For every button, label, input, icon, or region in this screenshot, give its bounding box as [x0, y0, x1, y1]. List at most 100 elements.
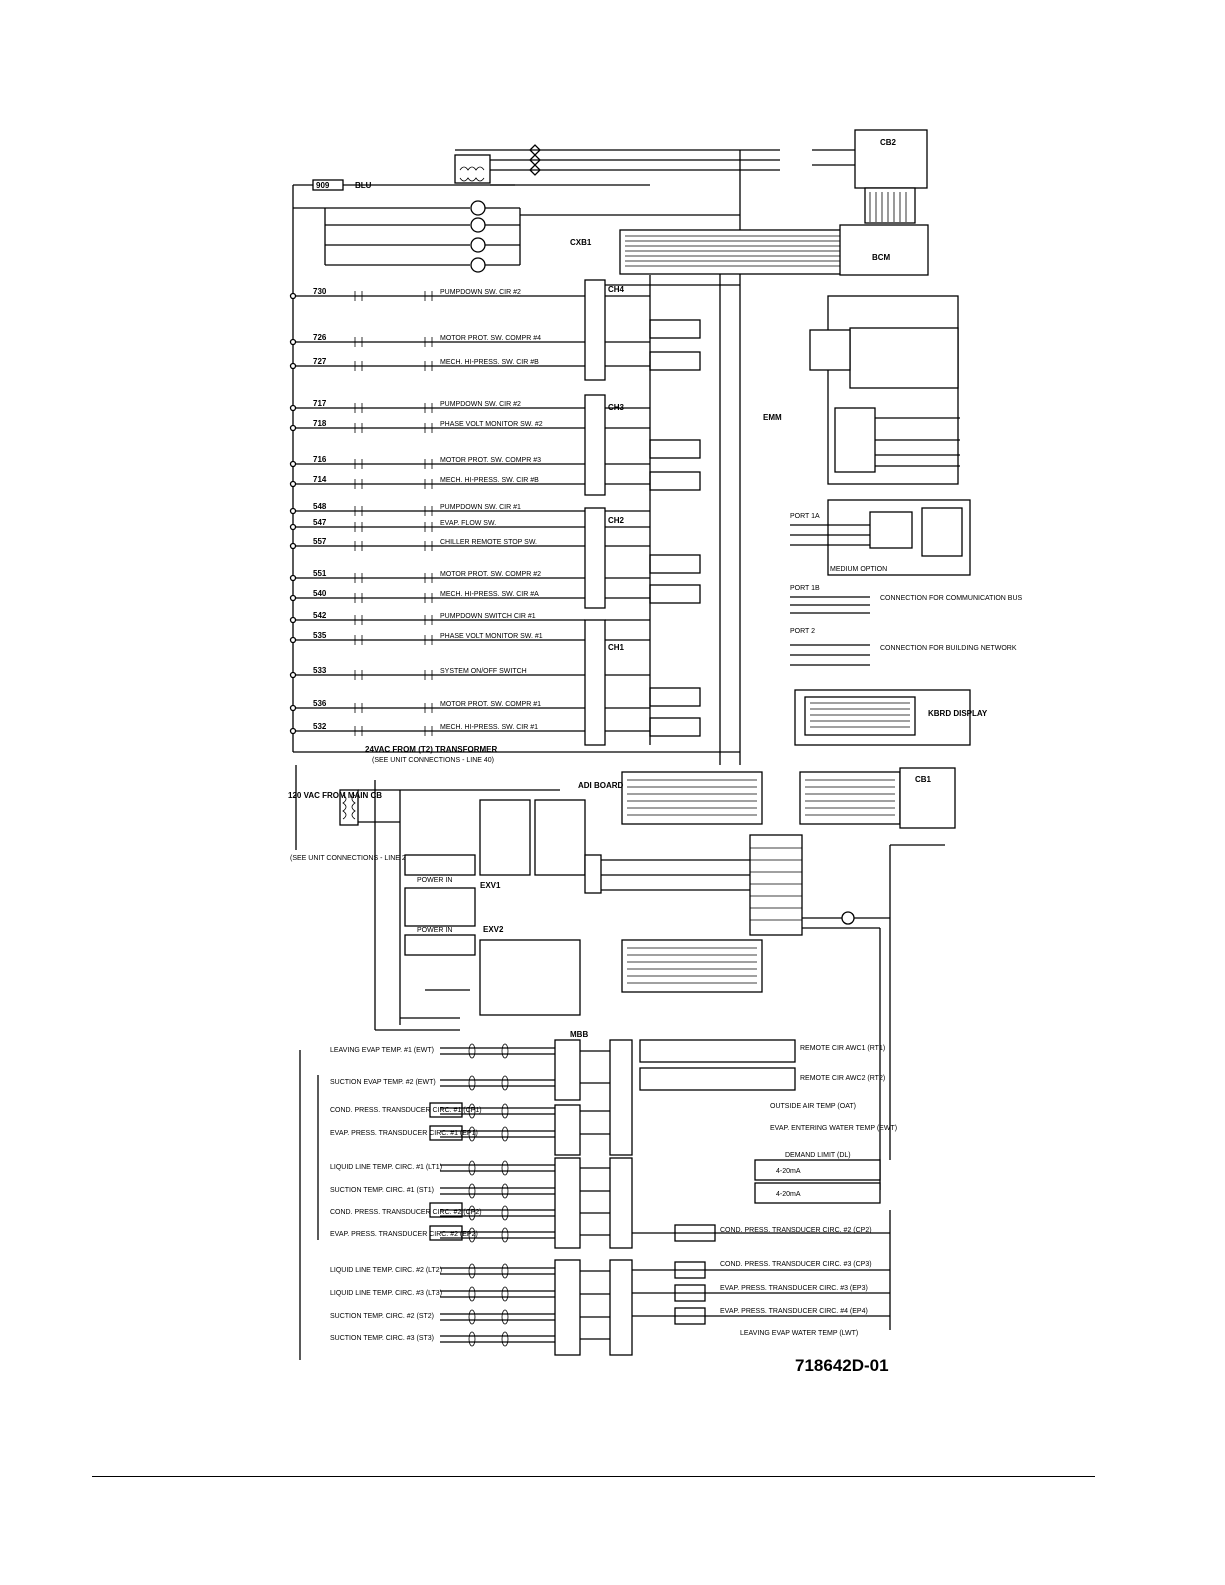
mbb-label: MBB — [570, 1030, 588, 1039]
ladder-row-label: PHASE VOLT MONITOR SW. #2 — [440, 421, 543, 428]
analog-input-row: SUCTION TEMP. CIRC. #1 (ST1) — [330, 1183, 610, 1199]
analog-right-labels: REMOTE CIR AWC1 (RT1)REMOTE CIR AWC2 (RT… — [720, 1045, 897, 1337]
ladder-row-label: EVAP. FLOW SW. — [440, 520, 496, 527]
ch4-label: CH4 — [608, 285, 625, 294]
analog-output-label: 4-20mA — [776, 1191, 801, 1198]
ladder-row: 714 MECH. HI-PRESS. SW. CIR #B — [289, 475, 650, 489]
ladder-row-label: PUMPDOWN SW. CIR #1 — [440, 504, 521, 511]
adi-ribbon: ADI BOARD — [578, 771, 763, 825]
analog-output-label: OUTSIDE AIR TEMP (OAT) — [770, 1103, 856, 1110]
analog-input-label: LIQUID LINE TEMP. CIRC. #1 (LT1) — [330, 1164, 442, 1171]
analog-output-label: COND. PRESS. TRANSDUCER CIRC. #2 (CP2) — [720, 1227, 872, 1234]
ladder-row-label: PUMPDOWN SW. CIR #2 — [440, 289, 521, 296]
ladder-row-label: MECH. HI-PRESS. SW. CIR #B — [440, 477, 539, 484]
footer-rule — [92, 1476, 1095, 1477]
analog-output-label: COND. PRESS. TRANSDUCER CIRC. #3 (CP3) — [720, 1261, 872, 1268]
lower-ribbon — [621, 939, 763, 993]
top-transformer-section: 909 BLU — [293, 144, 780, 273]
ct-label: 120 VAC FROM MAIN CB — [288, 791, 382, 800]
cb1-label: CB1 — [915, 775, 932, 784]
analog-input-label: SUCTION TEMP. CIRC. #3 (ST3) — [330, 1335, 434, 1342]
analog-input-row: LIQUID LINE TEMP. CIRC. #3 (LT3) — [330, 1286, 610, 1302]
ladder-row-number: 716 — [313, 455, 327, 464]
analog-input-row: SUCTION TEMP. CIRC. #2 (ST2) — [330, 1309, 610, 1325]
analog-input-row: SUCTION TEMP. CIRC. #3 (ST3) — [330, 1331, 610, 1347]
port-1a-label: PORT 1A — [790, 513, 820, 520]
analog-input-label: SUCTION TEMP. CIRC. #2 (ST2) — [330, 1313, 434, 1320]
ladder-row: 536 MOTOR PROT. SW. COMPR #1 — [289, 699, 650, 713]
exv1-label: EXV1 — [480, 881, 501, 890]
ladder-row: 557 CHILLER REMOTE STOP SW. — [289, 537, 650, 551]
ladder-row-label: SYSTEM ON/OFF SWITCH — [440, 668, 527, 675]
ladder-row-number: 557 — [313, 537, 327, 546]
analog-output-label: 4-20mA — [776, 1168, 801, 1175]
cxb1-label: CXB1 — [570, 238, 592, 247]
adi-label: ADI BOARD — [578, 781, 624, 790]
ladder-row-number: 714 — [313, 475, 327, 484]
analog-input-label: SUCTION TEMP. CIRC. #1 (ST1) — [330, 1187, 434, 1194]
exv2-label: EXV2 — [483, 925, 504, 934]
medium-option-section: MEDIUM OPTION PORT 1A PORT 1B PORT 2 CON… — [790, 499, 1023, 666]
bcm-board: BCM — [839, 224, 929, 276]
ladder-row-number: 535 — [313, 631, 327, 640]
ladder-row-label: CHILLER REMOTE STOP SW. — [440, 539, 537, 546]
analog-input-label: EVAP. PRESS. TRANSDUCER CIRC. #1 (EP1) — [330, 1130, 478, 1137]
analog-output-label: REMOTE CIR AWC1 (RT1) — [800, 1045, 885, 1052]
connection-note-2: CONNECTION FOR BUILDING NETWORK — [880, 645, 1017, 652]
connection-note-1: CONNECTION FOR COMMUNICATION BUS — [880, 595, 1023, 602]
ladder-24vac-label: 24VAC FROM (T2) TRANSFORMER (SEE UNIT CO… — [292, 742, 740, 764]
ladder-row-number: 727 — [313, 357, 327, 366]
analog-input-label: LIQUID LINE TEMP. CIRC. #3 (LT3) — [330, 1290, 442, 1297]
ladder-row-number: 533 — [313, 666, 327, 675]
bcm-label: BCM — [872, 253, 891, 262]
port-2-label: PORT 2 — [790, 628, 815, 635]
analog-input-label: LEAVING EVAP TEMP. #1 (EWT) — [330, 1047, 434, 1054]
analog-input-row: LEAVING EVAP TEMP. #1 (EWT) — [330, 1043, 610, 1059]
ladder-row-label: PUMPDOWN SW. CIR #2 — [440, 401, 521, 408]
analog-output-label: LEAVING EVAP WATER TEMP (LWT) — [740, 1330, 858, 1337]
line-24vac-label: 24VAC FROM (T2) TRANSFORMER — [365, 745, 498, 754]
ladder-row-label: PHASE VOLT MONITOR SW. #1 — [440, 633, 543, 640]
analog-input-label: EVAP. PRESS. TRANSDUCER CIRC. #2 (EP2) — [330, 1231, 478, 1238]
analog-input-row: EVAP. PRESS. TRANSDUCER CIRC. #2 (EP2) — [330, 1227, 610, 1243]
power-in-label-2: POWER IN — [417, 927, 452, 934]
analog-output-label: EVAP. ENTERING WATER TEMP (EWT) — [770, 1125, 897, 1132]
ladder-row-label: MOTOR PROT. SW. COMPR #1 — [440, 701, 541, 708]
mbb-terminal-block — [749, 834, 890, 1190]
analog-input-row: SUCTION EVAP TEMP. #2 (EWT) — [330, 1075, 610, 1091]
ladder-row-label: MOTOR PROT. SW. COMPR #4 — [440, 335, 541, 342]
ladder-row: 716 MOTOR PROT. SW. COMPR #3 — [289, 455, 650, 469]
exv1-board: POWER IN EXV1 — [404, 799, 800, 927]
analog-input-label: SUCTION EVAP TEMP. #2 (EWT) — [330, 1079, 436, 1086]
ch1-label: CH1 — [608, 643, 625, 652]
emm-section: EMM — [763, 295, 960, 485]
cb2-board: CB2 — [812, 129, 928, 224]
relay-boxes — [605, 275, 740, 745]
analog-left-rows: LEAVING EVAP TEMP. #1 (EWT) SUCTION EVAP … — [330, 1043, 610, 1347]
ladder-row-number: 551 — [313, 569, 327, 578]
analog-input-section: MBB — [299, 1030, 891, 1360]
power-in-label-1: POWER IN — [417, 877, 452, 884]
analog-output-label: EVAP. PRESS. TRANSDUCER CIRC. #3 (EP3) — [720, 1285, 868, 1292]
ch2-label: CH2 — [608, 516, 625, 525]
keyboard-display-section: KBRD DISPLAY — [794, 689, 988, 746]
ladder-row: 533 SYSTEM ON/OFF SWITCH — [289, 666, 650, 680]
analog-output-label: DEMAND LIMIT (DL) — [785, 1152, 851, 1159]
ladder-row-label: MOTOR PROT. SW. COMPR #3 — [440, 457, 541, 464]
ladder-row: 535 PHASE VOLT MONITOR SW. #1 — [289, 631, 650, 645]
ladder-row-label: PUMPDOWN SWITCH CIR #1 — [440, 613, 536, 620]
power-input-transformer: 120 VAC FROM MAIN CB (SEE UNIT CONNECTIO… — [288, 765, 560, 1031]
port-1b-label: PORT 1B — [790, 585, 820, 592]
ladder-row-label: MECH. HI-PRESS. SW. CIR #A — [440, 591, 539, 598]
ladder-row-number: 536 — [313, 699, 327, 708]
analog-input-row: LIQUID LINE TEMP. CIRC. #2 (LT2) — [330, 1263, 610, 1279]
